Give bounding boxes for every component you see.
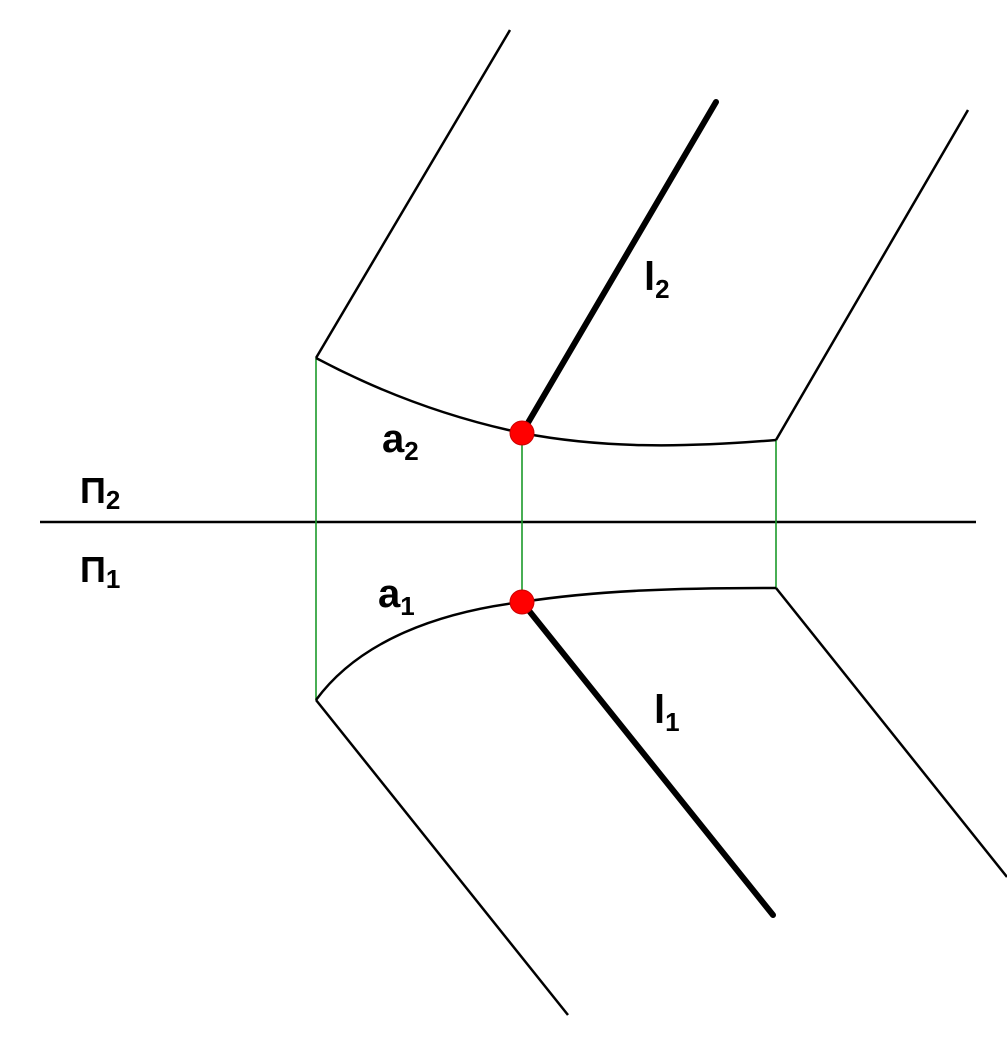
lower-generator-left xyxy=(315,699,569,1016)
curve-label-a2: a2 xyxy=(382,417,419,466)
curve-label-a1: a1 xyxy=(378,572,415,621)
point-lower xyxy=(509,589,535,615)
lower-generator-right xyxy=(775,587,1007,878)
line-l1 xyxy=(519,599,776,918)
line-l2 xyxy=(519,99,719,436)
upper-generator-right xyxy=(774,109,970,441)
line-label-l1: l1 xyxy=(654,688,680,737)
plane-label-lower: П1 xyxy=(80,549,120,594)
upper-generator-left xyxy=(314,29,512,359)
plane-label-upper: П2 xyxy=(80,470,120,515)
line-label-l2: l2 xyxy=(644,255,670,304)
point-upper xyxy=(509,420,535,446)
